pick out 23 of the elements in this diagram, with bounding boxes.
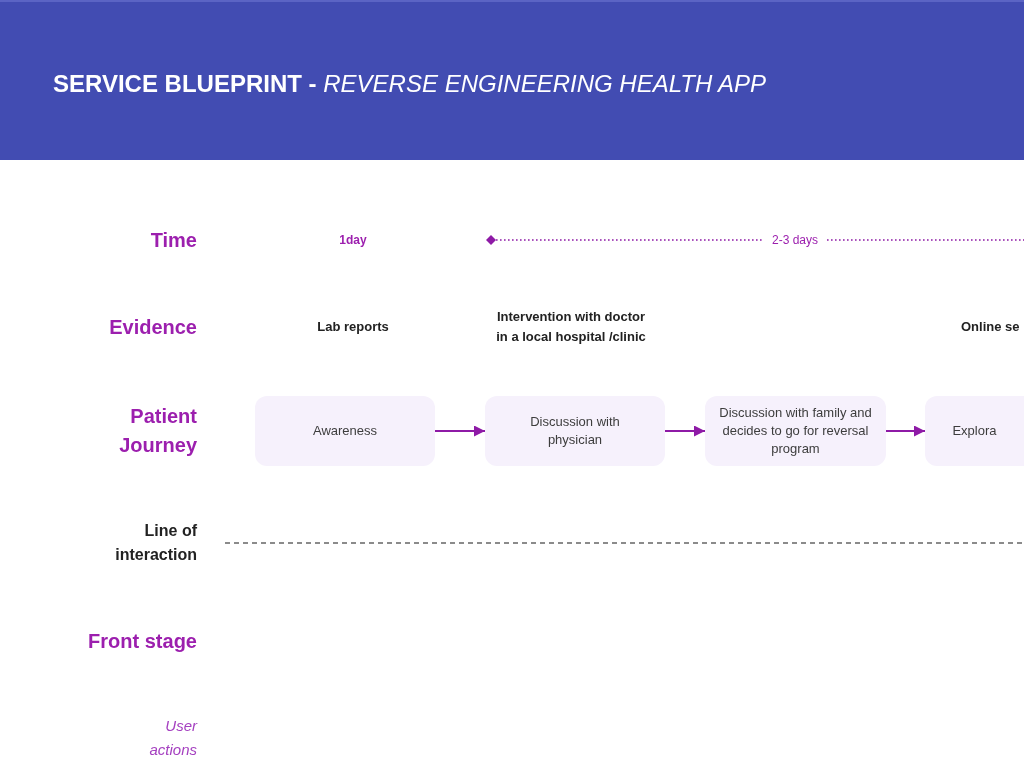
duration-label: 2-3 days: [772, 233, 818, 247]
duration-label: 1day: [339, 233, 367, 247]
lane-label: Patient Journey: [119, 404, 197, 458]
lane-label: Time: [150, 227, 197, 253]
sublane-label: User actions: [149, 716, 197, 760]
step-label: Discussion with physician: [529, 413, 621, 449]
journey-step-box: [705, 396, 886, 466]
evidence-label: Online se: [961, 318, 1020, 336]
step-label: Awareness: [312, 422, 378, 440]
evidence-label: Lab reports: [317, 318, 389, 336]
arrow: [664, 425, 706, 437]
arrow: [885, 425, 926, 437]
evidence-label: Intervention with doctor in a local hospital /clinic: [495, 308, 647, 346]
journey-step-box: [255, 396, 435, 466]
step-label: Explora: [952, 422, 997, 440]
step-label: Discussion with family and decides to go for reversal program: [718, 404, 873, 458]
journey-step-box: [925, 396, 1024, 466]
arrow: [434, 425, 486, 437]
lane-label: Line of interaction: [115, 521, 197, 565]
journey-step-box: [485, 396, 665, 466]
diagram-title: SERVICE BLUEPRINT - REVERSE ENGINEERING HEALTH APP: [53, 70, 767, 98]
lane-label: Evidence: [109, 314, 197, 340]
lane-label: Front stage: [88, 628, 197, 654]
